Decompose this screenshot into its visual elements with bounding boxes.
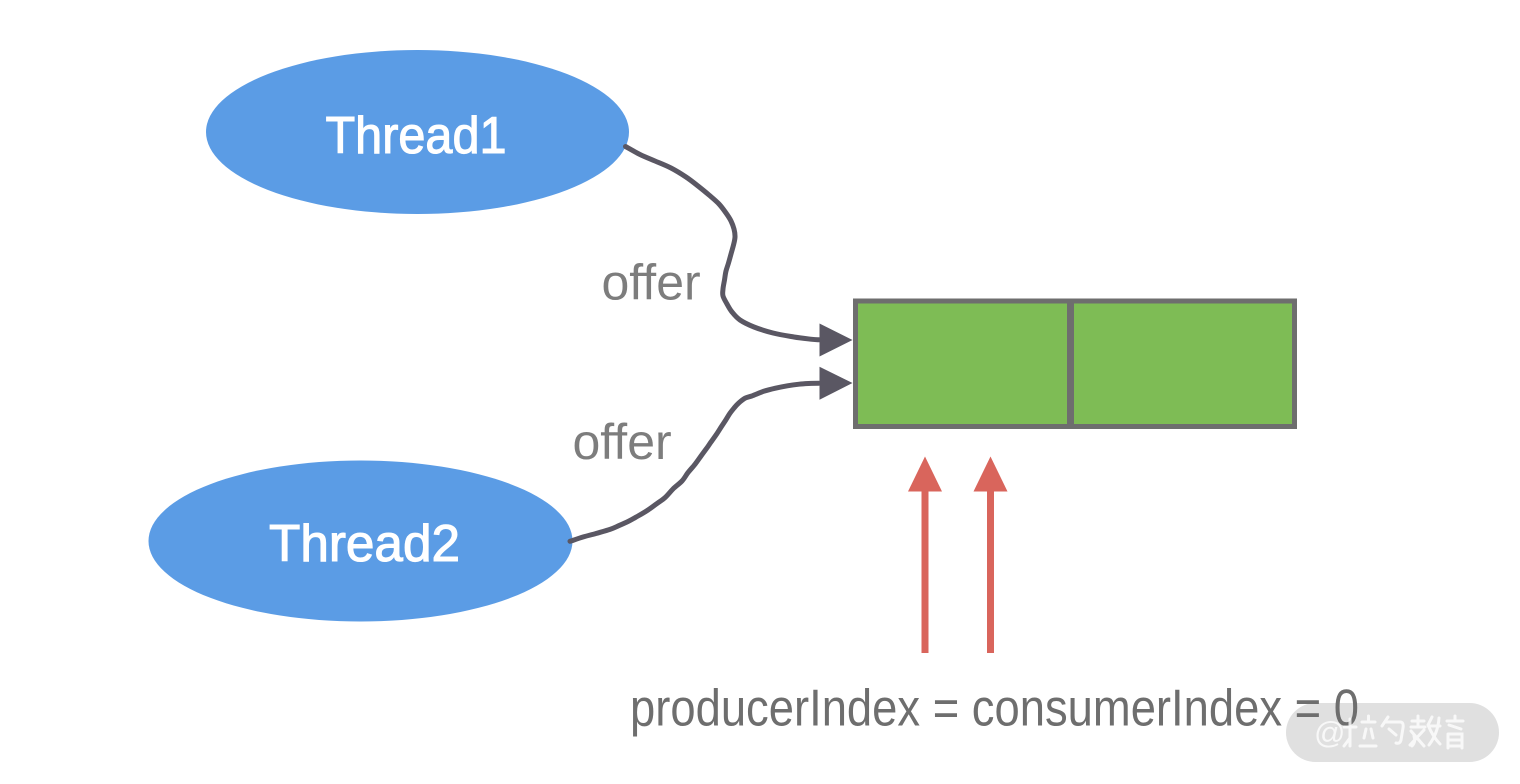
svg-text:offer: offer (602, 255, 701, 311)
svg-text:offer: offer (573, 414, 672, 470)
svg-text:Thread1: Thread1 (326, 107, 507, 165)
svg-text:producerIndex = consumerIndex: producerIndex = consumerIndex = 0 (630, 680, 1359, 738)
svg-text:Thread2: Thread2 (269, 515, 460, 573)
svg-text:@: @ (1314, 715, 1345, 750)
